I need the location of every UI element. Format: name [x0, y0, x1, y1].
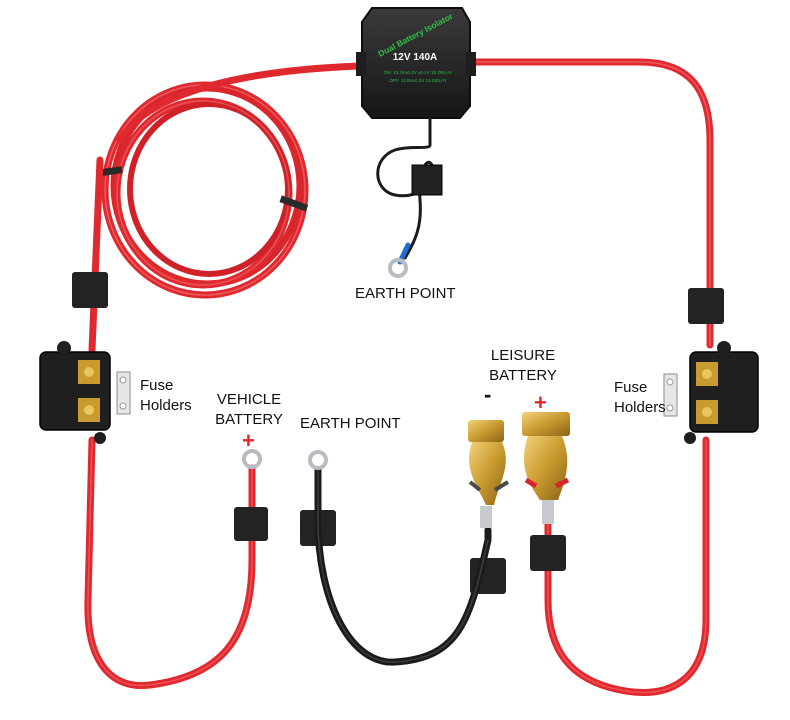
spare-fuse-right [663, 373, 678, 417]
red-cable-main [84, 58, 714, 696]
vehicle-battery-line-2: BATTERY [215, 411, 283, 428]
vehicle-positive-sign: + [242, 428, 255, 453]
fuse-holders-label-left: Fuse Holders [140, 376, 192, 416]
isolator-earth-lead [376, 116, 443, 265]
battery-terminal-positive [522, 412, 570, 524]
leisure-battery-label: LEISURE BATTERY [478, 346, 568, 386]
vehicle-battery-label: VEHICLE BATTERY [212, 390, 286, 430]
leisure-positive-sign: + [534, 390, 547, 415]
isolator-spec-line-2: OFF: 12.8V±0.2V 1S DELAY [389, 78, 446, 83]
leisure-negative-sign: - [484, 382, 492, 407]
leisure-battery-line-1: LEISURE [490, 347, 556, 364]
red-cable-coil [95, 81, 309, 299]
fuse-holder-left [39, 341, 111, 444]
fuse-holders-left-line-1: Fuse [140, 377, 174, 394]
isolator-spec-line-1: ON: 13.3V±0.2V ±0.1V 1S DELAY [384, 70, 452, 75]
black-earth-cable [314, 466, 492, 666]
fuse-holder-right [684, 341, 759, 444]
fuse-holders-label-right: Fuse Holders [614, 378, 666, 418]
leisure-battery-line-2: BATTERY [489, 367, 557, 384]
vehicle-battery-ring-terminal [242, 449, 262, 469]
fuse-holders-right-line-1: Fuse [614, 379, 648, 396]
fuse-holders-right-line-2: Holders [614, 399, 666, 416]
battery-terminal-negative [468, 420, 510, 528]
earth-point-label-top: EARTH POINT [355, 285, 456, 302]
earth-ring-terminal-bottom [308, 450, 328, 470]
earth-ring-terminal-top [388, 258, 408, 278]
isolator-rating-text: 12V 140A [393, 52, 437, 63]
battery-isolator: Dual Battery Isolator 12V 140A ON: 13.3V… [356, 7, 476, 119]
vehicle-battery-line-1: VEHICLE [216, 391, 282, 408]
spare-fuse-left [116, 371, 131, 415]
fuse-holders-left-line-2: Holders [140, 397, 192, 414]
earth-point-label-bottom: EARTH POINT [300, 415, 401, 432]
